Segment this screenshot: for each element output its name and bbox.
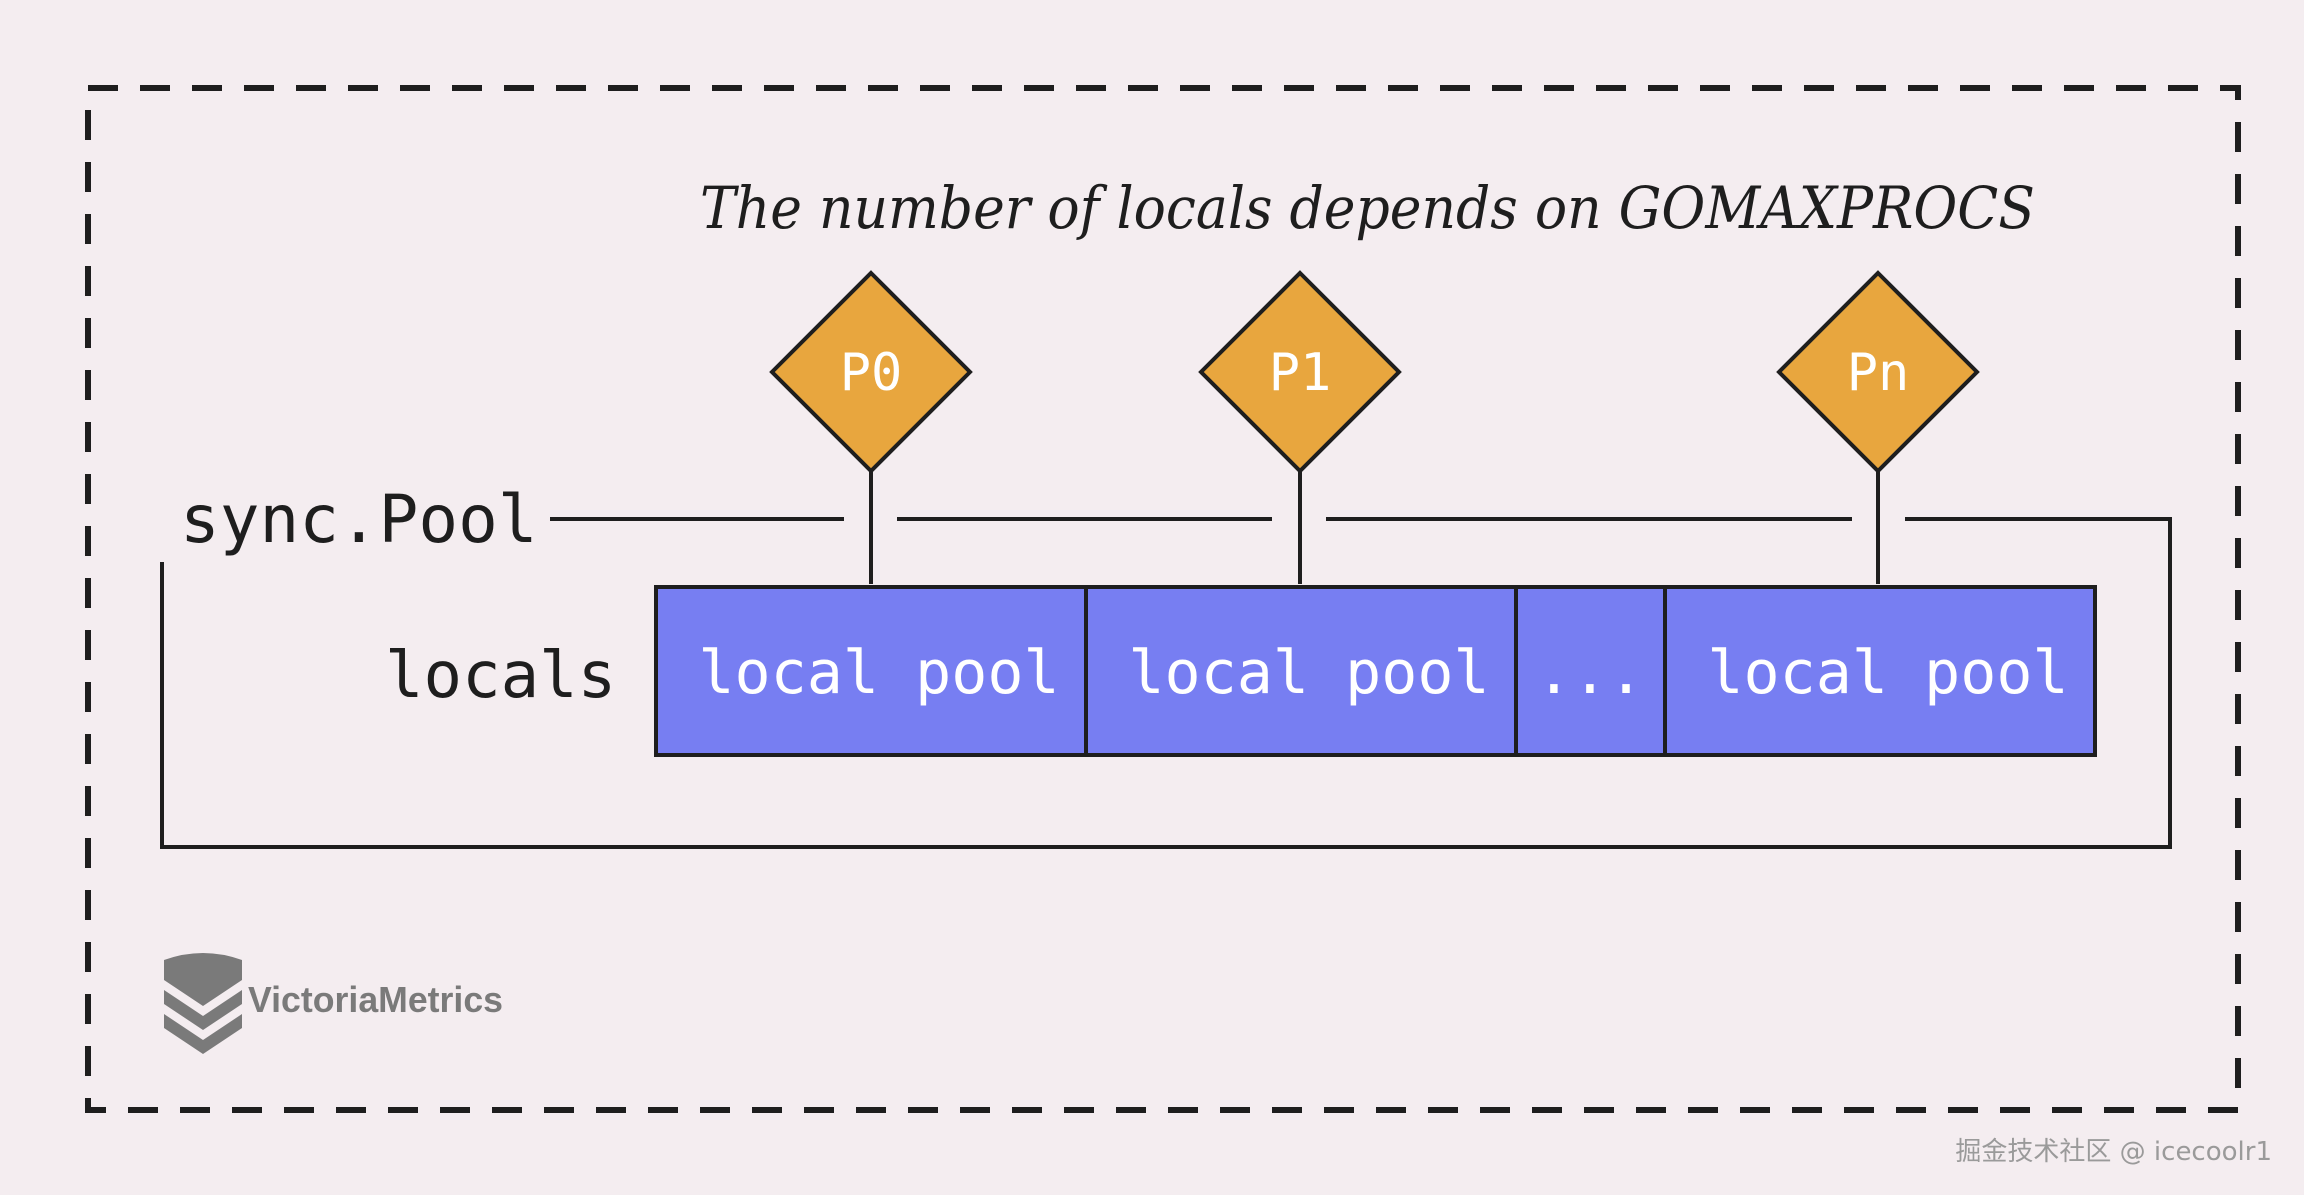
ellipsis-label: ...: [1536, 638, 1644, 708]
locals-array: local pool local pool ... local pool: [654, 585, 2097, 757]
processor-diamond: [1198, 270, 1402, 474]
processor-label: P1: [1269, 343, 1332, 403]
processor-pn: Pn: [1776, 270, 1980, 474]
local-pool-cell: [1084, 585, 1518, 757]
processor-p0: P0: [769, 270, 973, 474]
locals-label: locals: [385, 639, 616, 713]
processor-diamond: [769, 270, 973, 474]
ellipsis-cell: [1514, 585, 1667, 757]
processor-diamond: [1776, 270, 1980, 474]
processor-label: P0: [840, 343, 903, 403]
processor-p1: P1: [1198, 270, 1402, 474]
local-pool-label: local pool: [1128, 638, 1489, 708]
sync-pool-label: sync.Pool: [180, 481, 538, 558]
logo-text: VictoriaMetrics: [248, 979, 503, 1020]
local-pool-cell: [1663, 585, 2097, 757]
victoriametrics-logo-icon: [164, 953, 242, 1054]
processor-connectors: [869, 470, 1880, 584]
local-pool-label: local pool: [698, 638, 1059, 708]
outer-dashed-frame: [85, 85, 2241, 1113]
sync-pool-bracket: [160, 517, 2172, 849]
local-pool-label: local pool: [1707, 638, 2068, 708]
watermark-text: 掘金技术社区 @ icecoolr1: [1955, 1137, 2272, 1167]
diagram-title: The number of locals depends on GOMAXPRO…: [700, 174, 2035, 242]
processor-label: Pn: [1847, 343, 1910, 403]
victoriametrics-logo: VictoriaMetrics: [164, 953, 503, 1054]
